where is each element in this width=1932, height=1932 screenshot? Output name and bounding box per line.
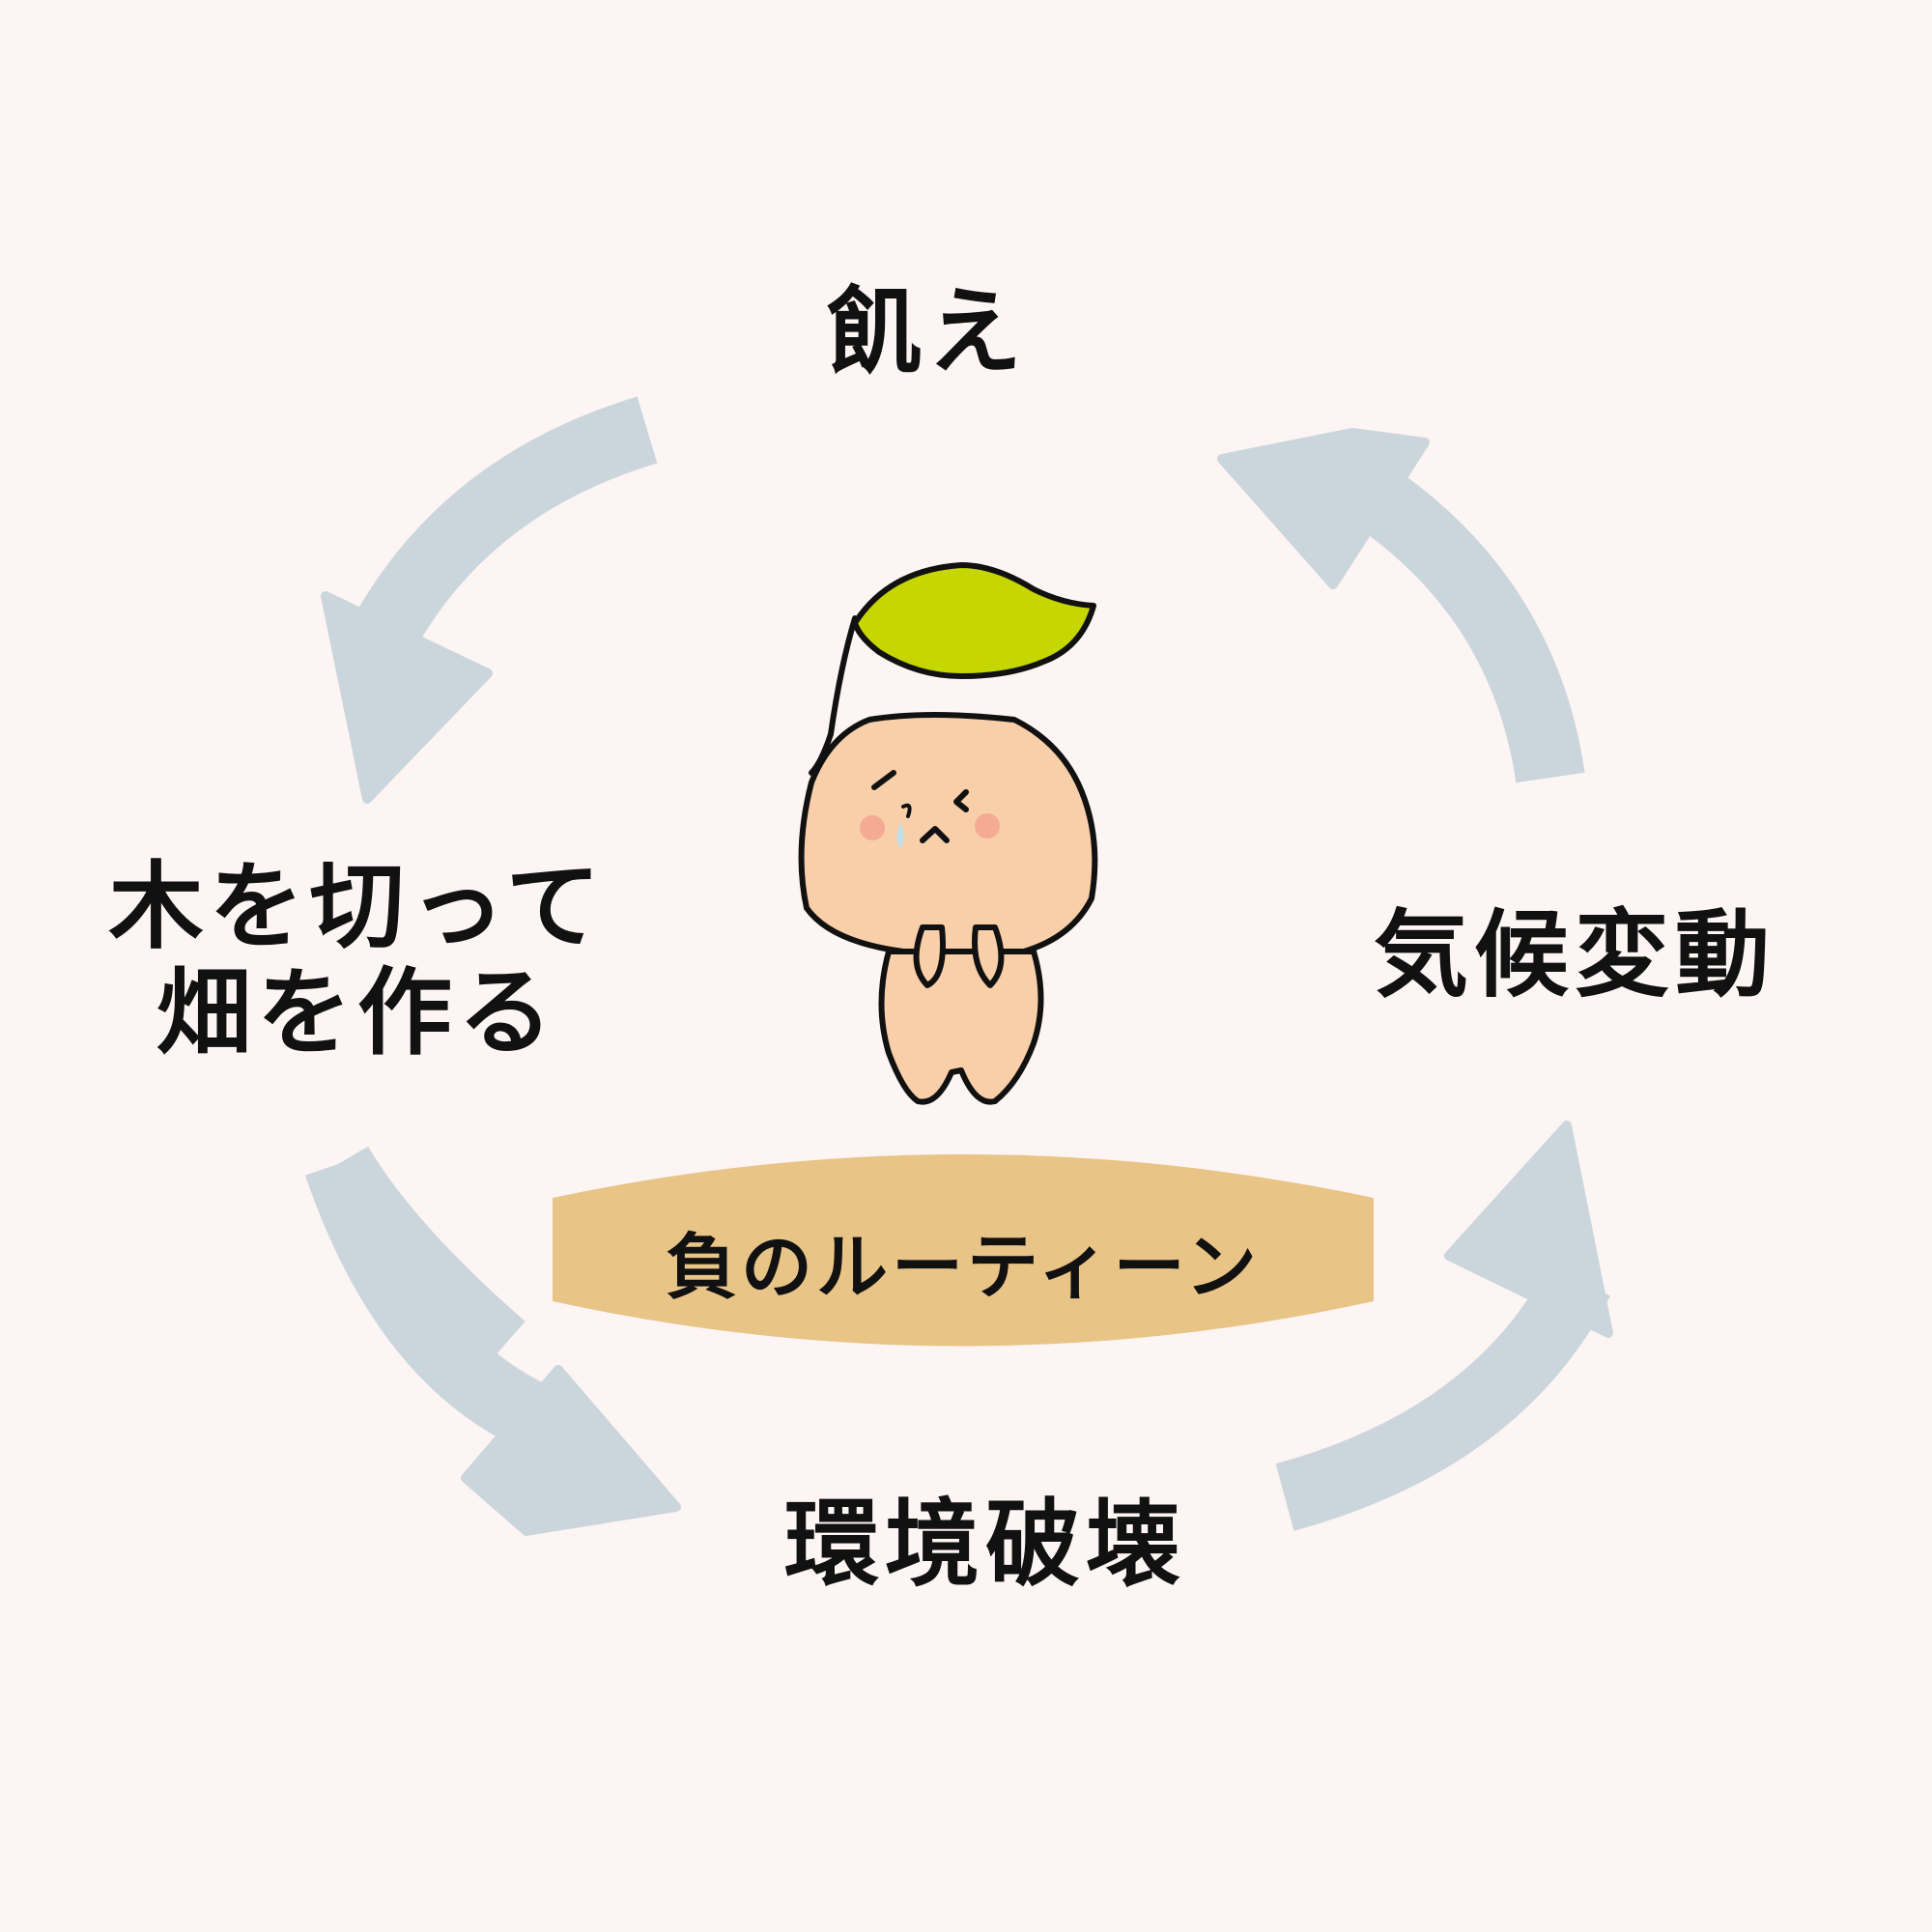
cycle-arrow-icon-top-left <box>321 396 658 804</box>
node-left-line-2: 畑を作る <box>156 957 558 1068</box>
node-environmental-destruction: 環境破壊 <box>783 1490 1186 1600</box>
cycle-arrow-icon-bottom-right <box>1275 1121 1613 1531</box>
node-climate-change: 気候変動 <box>1373 900 1776 1010</box>
node-hunger: 飢え <box>826 277 1028 387</box>
cycle-arrow-icon-top-right <box>1217 428 1585 783</box>
cheek-right <box>975 813 1000 838</box>
center-banner-label: 負のルーティーン <box>666 1225 1261 1309</box>
tear-drop <box>896 823 904 848</box>
center-banner-shape <box>553 1154 1374 1347</box>
sad-sprout-character-icon <box>798 562 1098 1105</box>
cheek-left <box>860 815 885 840</box>
node-left-line-1: 木を切って <box>108 852 607 962</box>
node-cut-trees-make-fields: 木を切って 畑を作る <box>39 852 676 1068</box>
cycle-arrow-icon-bottom-left <box>304 1146 681 1536</box>
